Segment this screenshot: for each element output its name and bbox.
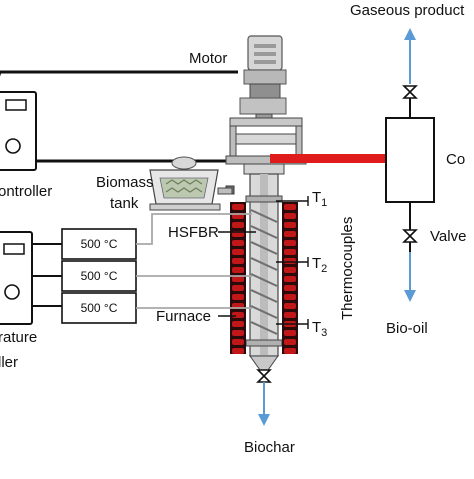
gaseous-products-label: Gaseous product — [350, 2, 465, 19]
top-valve-icon — [402, 85, 418, 99]
heater-coil-segment — [284, 267, 296, 273]
bottom-valve-icon — [256, 369, 272, 383]
heater-coil-segment — [232, 294, 244, 300]
heater-coil-segment — [232, 222, 244, 228]
heater-coil-segment — [232, 249, 244, 255]
heater-coil-segment — [284, 294, 296, 300]
heater-coil-segment — [284, 222, 296, 228]
biochar-label: Biochar — [244, 439, 295, 456]
t2-label: T2 — [312, 255, 327, 275]
heater-coil-segment — [284, 303, 296, 309]
biomass-tank — [149, 156, 233, 211]
heater-coil-segment — [232, 330, 244, 336]
heater-coil-segment — [232, 204, 244, 210]
temperature-display-1 — [61, 228, 137, 260]
temperature-value-1: 500 °C — [81, 237, 118, 251]
temperature-controller-label-2: ller — [0, 354, 18, 371]
furnace-label: Furnace — [156, 308, 211, 325]
t3-label: T3 — [312, 319, 327, 339]
t1-label: T1 — [312, 189, 327, 209]
heater-coil-segment — [284, 240, 296, 246]
valve-icon — [402, 229, 418, 243]
heater-coil-segment — [232, 258, 244, 264]
bio-oil-arrow — [404, 252, 416, 302]
biomass-label: Biomass — [96, 174, 154, 191]
thermocouple-wires-left — [136, 213, 252, 309]
motor-label: Motor — [189, 50, 227, 67]
heater-coil-segment — [232, 240, 244, 246]
controller-label: ontroller — [0, 183, 52, 200]
furnace-heater-right — [282, 202, 298, 354]
heater-coil-segment — [284, 258, 296, 264]
heater-coil-segment — [284, 348, 296, 354]
temperature-controller — [0, 231, 33, 325]
screw-conveyor — [250, 209, 278, 335]
heater-coil-segment — [232, 348, 244, 354]
gaseous-products-arrow — [404, 28, 416, 84]
heater-coil-segment — [284, 285, 296, 291]
heater-coil-segment — [284, 312, 296, 318]
condenser-label: Co — [446, 151, 465, 168]
temperature-value-3: 500 °C — [81, 301, 118, 315]
tank-label: tank — [110, 195, 139, 212]
heater-coil-segment — [284, 339, 296, 345]
temperature-value-2: 500 °C — [81, 269, 118, 283]
heater-coil-segment — [284, 249, 296, 255]
temperature-controller-label-1: rature — [0, 329, 37, 346]
motor-controller — [0, 91, 37, 171]
vapor-outlet-pipe — [270, 154, 388, 163]
motor — [239, 35, 287, 125]
heater-coil-segment — [232, 267, 244, 273]
heater-coil-segment — [232, 285, 244, 291]
valve-label: Valve — [430, 228, 466, 245]
temperature-display-group: 500 °C 500 °C 500 °C — [61, 228, 137, 324]
heater-coil-segment — [232, 312, 244, 318]
heater-coil-segment — [284, 213, 296, 219]
heater-coil-segment — [284, 204, 296, 210]
temperature-display-3 — [61, 292, 137, 324]
bio-oil-label: Bio-oil — [386, 320, 428, 337]
reactor-column — [245, 173, 283, 371]
biochar-arrow — [258, 382, 270, 426]
heater-coil-segment — [232, 339, 244, 345]
heater-coil-segment — [284, 231, 296, 237]
thermocouple-probes — [276, 200, 308, 325]
heater-coil-segment — [232, 321, 244, 327]
thermocouples-label: Thermocouples — [339, 217, 356, 320]
motor-control-wire — [0, 70, 238, 77]
condenser — [385, 98, 435, 252]
hsfbr-label: HSFBR — [168, 224, 219, 241]
reactor-frame — [225, 117, 307, 175]
heater-coil-segment — [284, 276, 296, 282]
heater-coil-segment — [284, 330, 296, 336]
furnace-heater-left — [230, 202, 246, 354]
heater-coil-segment — [232, 276, 244, 282]
